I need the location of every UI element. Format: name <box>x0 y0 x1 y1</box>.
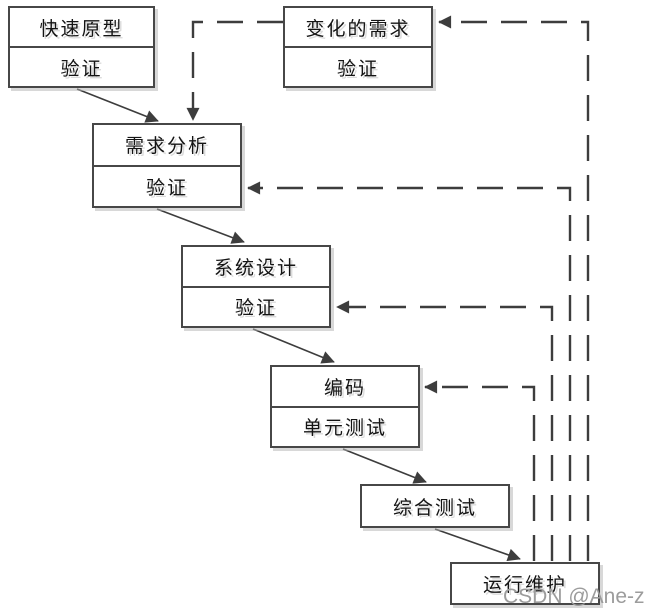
requirements-analysis-label: 需求分析 <box>124 136 209 158</box>
flow-design-to-coding <box>252 328 335 364</box>
box-changing-requirements: 变化的需求 验证 <box>283 6 433 88</box>
changing-requirements-label: 变化的需求 <box>305 18 411 40</box>
feedback-maintenance-to-analysis <box>247 181 572 561</box>
changing-requirements-verify-label: 验证 <box>285 46 431 86</box>
requirements-analysis-verify-label: 验证 <box>94 164 240 207</box>
system-design-verify-label: 验证 <box>183 285 329 327</box>
rapid-prototype-label: 快速原型 <box>39 18 124 40</box>
integration-testing-label: 综合测试 <box>392 497 477 519</box>
system-design-label: 系统设计 <box>213 257 298 279</box>
flow-coding-to-testing <box>342 448 427 484</box>
feedback-maintenance-to-coding <box>424 380 536 561</box>
rapid-prototype-verify-label: 验证 <box>10 46 153 86</box>
flow-prototype-to-analysis <box>76 88 159 123</box>
box-system-design: 系统设计 验证 <box>181 245 331 328</box>
unit-test-label: 单元测试 <box>272 405 418 447</box>
box-rapid-prototype: 快速原型 验证 <box>8 6 155 88</box>
coding-label: 编码 <box>323 377 366 399</box>
csdn-watermark: CSDN @Ane-z <box>503 585 645 608</box>
box-coding: 编码 单元测试 <box>270 365 420 448</box>
box-operation-maintenance: 运行维护 <box>450 562 600 605</box>
feedback-maintenance-to-changing-req <box>438 15 590 561</box>
flow-testing-to-maintenance <box>434 528 521 562</box>
feedback-changing-req-to-analysis <box>186 20 283 121</box>
flow-analysis-to-design <box>156 208 245 244</box>
box-requirements-analysis: 需求分析 验证 <box>92 123 242 208</box>
operation-maintenance-label: 运行维护 <box>482 575 567 596</box>
box-integration-testing: 综合测试 <box>360 484 510 528</box>
feedback-maintenance-to-design <box>336 300 554 561</box>
